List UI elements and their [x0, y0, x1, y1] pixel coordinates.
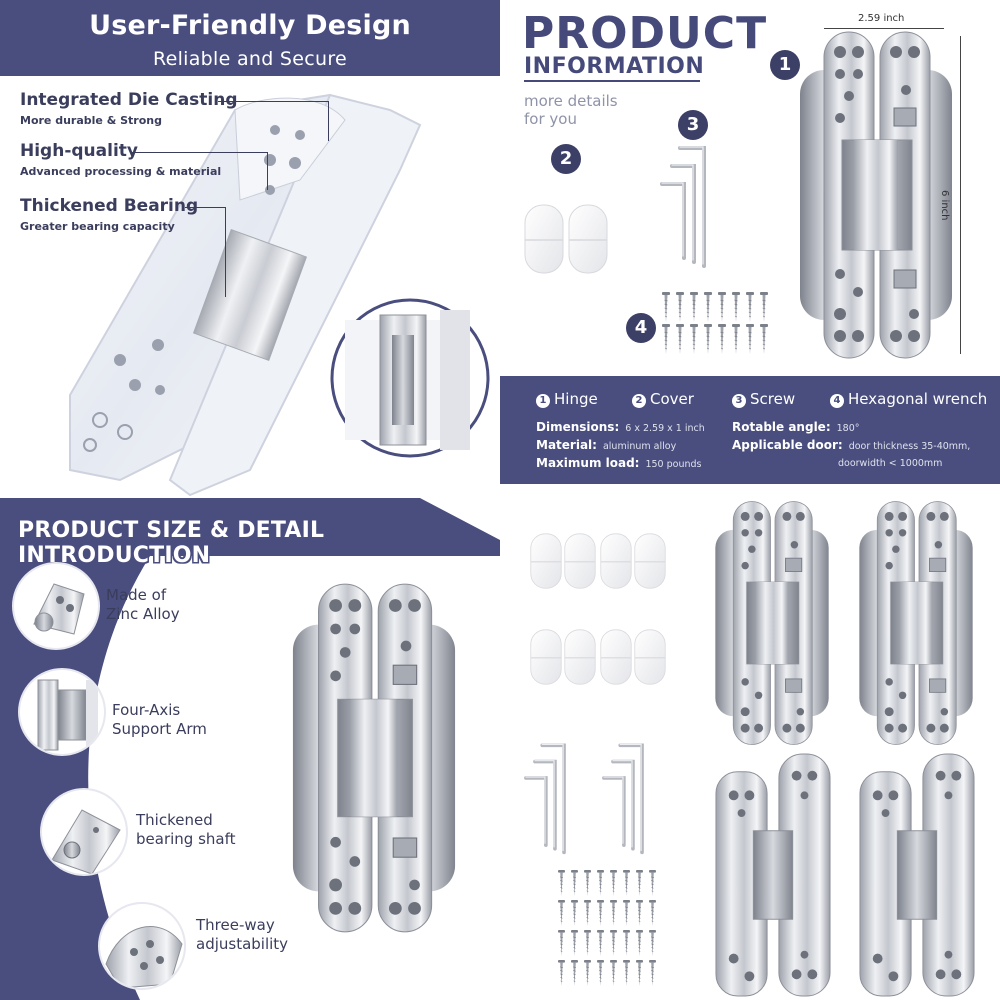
size-detail-title: PRODUCT SIZE & DETAIL INTRODUCTION — [18, 518, 325, 568]
detail-line2: Support Arm — [112, 720, 207, 738]
design-subtitle: Reliable and Secure — [152, 48, 348, 70]
panel-product-information: PRODUCT INFORMATION more details for you… — [500, 0, 1000, 498]
more-line1: more details — [524, 92, 618, 110]
zinc-alloy-thumbnail — [12, 562, 100, 650]
spec-value: door thickness 35-40mm, — [848, 441, 971, 452]
legend-hinge: 1 Hinge — [536, 390, 598, 408]
wrench-set-illustration — [660, 145, 706, 268]
support-arm-label: Four-Axis Support Arm — [112, 701, 207, 739]
feature-sub: Advanced processing & material — [20, 165, 222, 178]
design-title: User-Friendly Design — [89, 10, 411, 41]
more-line2: for you — [524, 110, 577, 128]
feature-thickened-bearing: Thickened Bearing Greater bearing capaci… — [20, 196, 198, 233]
marker-hinge: 1 — [770, 50, 800, 80]
feature-high-quality: High-quality Advanced processing & mater… — [20, 141, 221, 178]
leader-line — [185, 207, 225, 208]
hinge-side-right — [859, 753, 975, 997]
bearing-shaft-label: Thickened bearing shaft — [136, 811, 236, 849]
spec-material: Material: aluminum alloy — [536, 438, 676, 452]
detail-line2: Zinc Alloy — [106, 605, 180, 623]
legend-label: Hexagonal wrench — [848, 390, 988, 408]
legend-number: 2 — [632, 394, 646, 408]
transparent-hinge-illustration — [69, 93, 490, 497]
screw-pile-illustration — [662, 292, 768, 362]
panel-size-detail: PRODUCT SIZE & DETAIL INTRODUCTION Made … — [0, 498, 500, 1000]
detail-line1: Made of — [106, 586, 167, 604]
more-details-text: more details for you — [524, 92, 618, 128]
support-arm-thumbnail — [18, 668, 106, 756]
height-dimension-label: 6 inch — [939, 190, 950, 221]
spec-dimensions: Dimensions: 6 x 2.59 x 1 inch — [536, 420, 705, 434]
zinc-alloy-image — [33, 583, 85, 635]
screws-grid-illustration — [558, 870, 656, 1000]
legend-screw: 3 Screw — [732, 390, 795, 408]
feature-sub: More durable & Strong — [20, 114, 162, 127]
feature-heading: Integrated Die Casting — [20, 90, 238, 110]
legend-number: 4 — [830, 394, 844, 408]
feature-die-casting: Integrated Die Casting More durable & St… — [20, 90, 238, 127]
leader-line — [218, 101, 328, 102]
spec-applicable-door: Applicable door: door thickness 35-40mm, — [732, 438, 970, 452]
leader-line — [267, 152, 268, 190]
panel-package-contents — [500, 498, 1000, 1000]
legend-label: Hinge — [554, 390, 598, 408]
width-dimension-line — [824, 28, 944, 29]
legend-label: Cover — [650, 390, 694, 408]
leader-line — [225, 207, 226, 297]
wrench-pair-illustration — [524, 742, 644, 855]
spec-max-load: Maximum load: 150 pounds — [536, 456, 702, 470]
spec-rotable-angle: Rotable angle: 180° — [732, 420, 860, 434]
bearing-shaft-thumbnail — [40, 788, 128, 876]
support-arm-image — [37, 679, 98, 751]
spec-label: Maximum load: — [536, 456, 640, 470]
spec-label: Dimensions: — [536, 420, 620, 434]
spec-value: 180° — [836, 423, 860, 434]
panel-user-friendly-design: User-Friendly Design Reliable and Secure — [0, 0, 500, 498]
feature-heading: Thickened Bearing — [20, 196, 199, 216]
info-title-line1: PRODUCT — [522, 8, 768, 59]
adjustability-thumbnail — [98, 902, 186, 990]
detail-line1: Thickened — [136, 811, 213, 829]
spec-value: aluminum alloy — [602, 441, 677, 452]
adjustability-image — [105, 926, 183, 988]
title-underline — [524, 80, 700, 82]
spec-label: Applicable door: — [732, 438, 843, 452]
caps-grid-illustration — [530, 532, 666, 686]
hinge-front-left — [714, 501, 830, 745]
bearing-shaft-image — [51, 809, 121, 874]
marker-wrench: 4 — [626, 313, 656, 343]
zinc-alloy-label: Made of Zinc Alloy — [106, 586, 180, 624]
legend-wrench: 4 Hexagonal wrench — [830, 390, 987, 408]
spec-value-continued: doorwidth < 1000mm — [838, 458, 943, 469]
cover-caps-illustration — [524, 203, 608, 275]
curved-background — [0, 498, 500, 1000]
hinge-front-illustration — [292, 583, 456, 933]
spec-label: Rotable angle: — [732, 420, 831, 434]
detail-line2: adjustability — [196, 935, 289, 953]
detail-line1: Three-way — [196, 916, 275, 934]
hinge-side-left — [715, 753, 831, 997]
legend-label: Screw — [750, 390, 796, 408]
feature-heading: High-quality — [20, 141, 138, 161]
legend-cover: 2 Cover — [632, 390, 694, 408]
adjustability-label: Three-way adjustability — [196, 916, 288, 954]
hinge-front-right — [858, 501, 974, 745]
marker-cover: 2 — [551, 144, 581, 174]
legend-number: 3 — [732, 394, 746, 408]
spec-value: 6 x 2.59 x 1 inch — [625, 423, 705, 434]
leader-line — [328, 101, 329, 141]
detail-line1: Four-Axis — [112, 701, 181, 719]
legend-number: 1 — [536, 394, 550, 408]
feature-sub: Greater bearing capacity — [20, 220, 175, 233]
marker-screw: 3 — [678, 110, 708, 140]
specs-band: 1 Hinge 2 Cover 3 Screw 4 Hexagonal wrench D… — [500, 376, 1000, 484]
spec-label: Material: — [536, 438, 597, 452]
leader-line — [132, 152, 267, 153]
design-banner: User-Friendly Design Reliable and Secure — [0, 0, 500, 76]
spec-value: 150 pounds — [645, 459, 702, 470]
height-dimension-line — [960, 36, 961, 354]
info-title-line2: INFORMATION — [524, 54, 705, 79]
detail-line2: bearing shaft — [136, 830, 236, 848]
width-dimension-label: 2.59 inch — [858, 13, 905, 24]
